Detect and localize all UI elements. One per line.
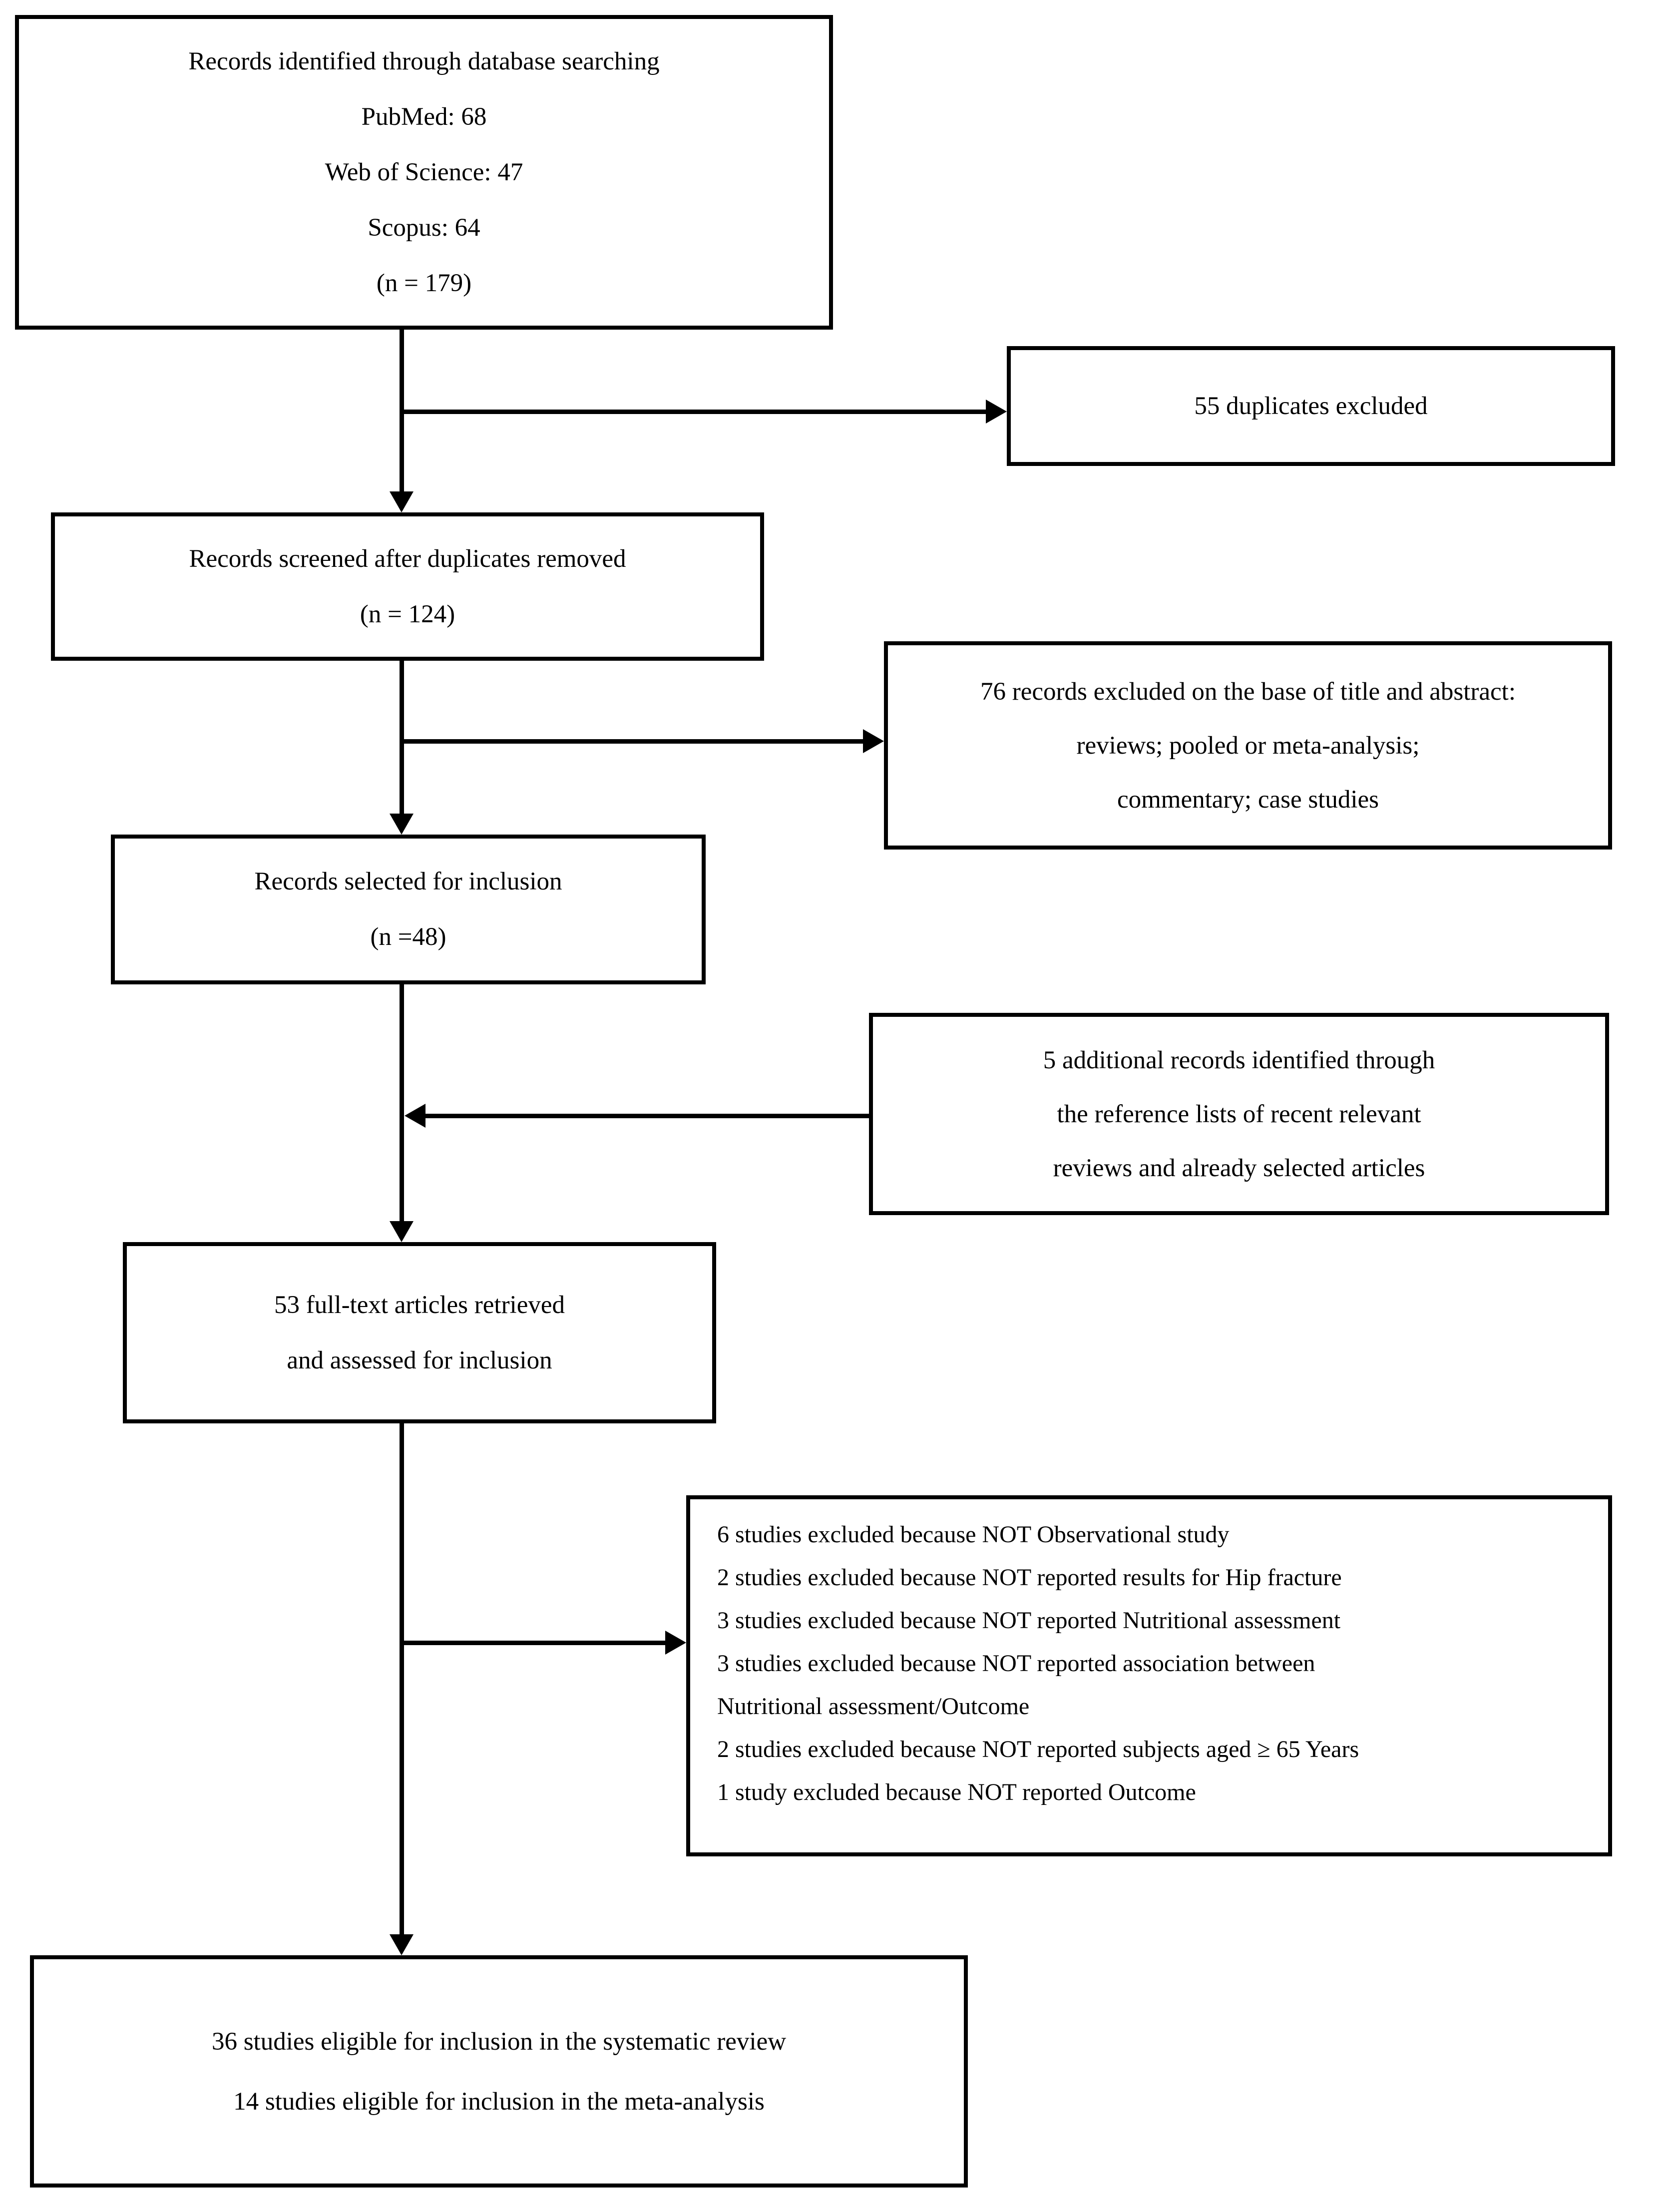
box-excluded-fulltext-reasons: 6 studies excluded because NOT Observati… (686, 1495, 1612, 1856)
box-text-line: and assessed for inclusion (287, 1346, 552, 1374)
box-text-line: commentary; case studies (1117, 785, 1379, 814)
arrowhead-into-excluded-title-abstract (863, 729, 884, 753)
box-text-line: 1 study excluded because NOT reported Ou… (717, 1779, 1196, 1805)
arrowhead-into-duplicates (986, 400, 1007, 424)
arrowhead-from-additional-into-main-flow (405, 1104, 425, 1128)
box-records-screened: Records screened after duplicates remove… (51, 512, 764, 661)
box-text-line: reviews and already selected articles (1053, 1154, 1425, 1182)
box-excluded-title-abstract: 76 records excluded on the base of title… (884, 641, 1612, 850)
box-additional-records: 5 additional records identified through … (869, 1013, 1609, 1215)
connector-from-additional-line (425, 1114, 869, 1118)
box-fulltext-retrieved: 53 full-text articles retrieved and asse… (123, 1242, 716, 1423)
box-text-line: 53 full-text articles retrieved (274, 1291, 565, 1319)
box-text-line: 3 studies excluded because NOT reported … (717, 1650, 1315, 1677)
connector-fulltext-down-line (400, 1423, 404, 1934)
connector-to-duplicates-line (400, 410, 986, 414)
connector-to-excluded-title-abstract-line (400, 739, 863, 744)
box-text-line: Web of Science: 47 (325, 158, 523, 186)
box-text-line: Records selected for inclusion (254, 868, 562, 895)
box-text-line: 76 records excluded on the base of title… (980, 677, 1516, 706)
connector-screened-down-line (400, 661, 404, 814)
box-records-identified: Records identified through database sear… (15, 15, 833, 330)
arrowhead-into-fulltext (390, 1221, 414, 1242)
box-text-line: 2 studies excluded because NOT reported … (717, 1564, 1342, 1591)
box-text-line: 55 duplicates excluded (1194, 392, 1428, 420)
arrowhead-into-screened (390, 491, 414, 512)
connector-to-excluded-fulltext-line (400, 1641, 665, 1645)
box-text-line: the reference lists of recent relevant (1057, 1100, 1421, 1128)
box-text-line: (n = 124) (360, 600, 455, 628)
box-text-line: (n = 179) (376, 269, 472, 297)
box-text-line: 36 studies eligible for inclusion in the… (211, 2027, 787, 2056)
connector-selected-down-line (400, 984, 404, 1221)
box-text-line: Records identified through database sear… (188, 47, 660, 75)
box-text-line: Nutritional assessment/Outcome (717, 1693, 1030, 1720)
arrowhead-into-excluded-fulltext (665, 1631, 686, 1655)
box-text-line: 3 studies excluded because NOT reported … (717, 1607, 1341, 1634)
box-text-line: (n =48) (370, 923, 446, 951)
box-text-line: PubMed: 68 (361, 102, 487, 131)
box-text-line: Scopus: 64 (368, 213, 480, 242)
box-studies-eligible: 36 studies eligible for inclusion in the… (30, 1955, 968, 2188)
box-text-line: 2 studies excluded because NOT reported … (717, 1736, 1359, 1762)
box-text-line: Records screened after duplicates remove… (189, 544, 626, 573)
arrowhead-into-eligible (390, 1934, 414, 1955)
box-text-line: 14 studies eligible for inclusion in the… (233, 2087, 765, 2116)
arrowhead-into-selected (390, 814, 414, 835)
box-duplicates-excluded: 55 duplicates excluded (1007, 346, 1615, 466)
box-text-line: reviews; pooled or meta-analysis; (1076, 731, 1420, 760)
box-text-line: 6 studies excluded because NOT Observati… (717, 1521, 1230, 1548)
box-records-selected: Records selected for inclusion (n =48) (111, 835, 706, 984)
box-text-line: 5 additional records identified through (1043, 1046, 1435, 1074)
